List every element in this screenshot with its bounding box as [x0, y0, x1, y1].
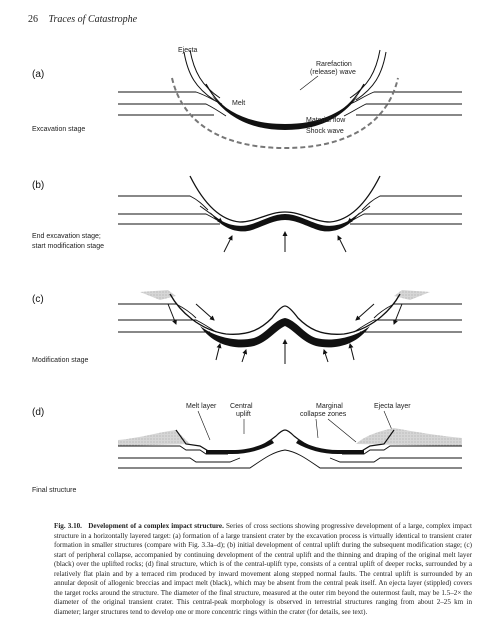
crater-profile-c	[169, 293, 401, 335]
crater-profile-b	[189, 175, 381, 223]
material-flow-label: Material flow	[306, 117, 346, 124]
panel-d-stage-label: Final structure	[32, 487, 76, 494]
panel-a: (a) Excavation stage Ejecta Rarefaction …	[32, 47, 462, 150]
flow-arrows-b	[199, 205, 371, 253]
panel-b: (b) End excavation stage; start modifica…	[32, 175, 462, 253]
ejecta-curtain	[183, 49, 387, 101]
caption-title: Development of a complex impact structur…	[88, 522, 224, 530]
melt-layer-c	[200, 318, 370, 348]
panel-a-tag: (a)	[32, 69, 44, 80]
figure-3-10: (a) Excavation stage Ejecta Rarefaction …	[32, 47, 462, 494]
target-layers	[118, 91, 462, 117]
melt-sheet-d-right	[296, 440, 364, 454]
shock-wave-label: Shock wave	[306, 128, 344, 135]
panel-d-tag: (d)	[32, 407, 44, 418]
panel-c: (c) Modification stage	[32, 290, 462, 364]
melt-layer	[212, 96, 358, 130]
target-layers-b	[118, 195, 462, 227]
ejecta-label: Ejecta	[178, 47, 198, 54]
figure-caption: Fig. 3.10. Development of a complex impa…	[54, 522, 472, 617]
melt-label: Melt	[232, 100, 245, 107]
ejecta-layer-label: Ejecta layer	[374, 403, 411, 410]
running-title: Traces of Catastrophe	[48, 14, 138, 25]
panel-c-tag: (c)	[32, 294, 44, 305]
panel-c-stage-label: Modification stage	[32, 357, 89, 364]
panel-b-stage-label-2: start modification stage	[32, 243, 104, 250]
marginal-collapse-label-1: Marginal	[316, 403, 343, 410]
central-uplift-label-2: uplift	[236, 411, 251, 418]
ejecta-stipple-d-left	[118, 430, 190, 446]
ejecta-stipple-left	[140, 290, 176, 300]
marginal-collapse-label-2: collapse zones	[300, 411, 347, 418]
ejecta-stipple-right	[394, 290, 430, 300]
panel-b-tag: (b)	[32, 180, 44, 191]
panel-d: (d) Final structure Melt layer Central u…	[32, 403, 462, 494]
melt-layer-label: Melt layer	[186, 403, 217, 410]
shock-wave	[171, 77, 399, 150]
page-number: 26	[28, 14, 38, 25]
caption-body: Series of cross sections showing progres…	[54, 522, 472, 616]
flow-arrows-c	[167, 303, 403, 364]
page-header: 26 Traces of Catastrophe	[28, 14, 137, 25]
release-wave-label: (release) wave	[310, 69, 356, 76]
target-layers-d	[118, 445, 462, 469]
panel-a-stage-label: Excavation stage	[32, 126, 85, 133]
melt-sheet-d-left	[206, 440, 274, 454]
panel-b-stage-label-1: End excavation stage;	[32, 233, 101, 240]
leader-lines-d	[197, 410, 393, 443]
melt-layer-b	[210, 212, 360, 232]
rarefaction-label: Rarefaction	[316, 61, 352, 68]
ejecta-stipple-d-right	[356, 428, 462, 446]
central-uplift-label-1: Central	[230, 403, 253, 410]
caption-label: Fig. 3.10.	[54, 522, 82, 530]
